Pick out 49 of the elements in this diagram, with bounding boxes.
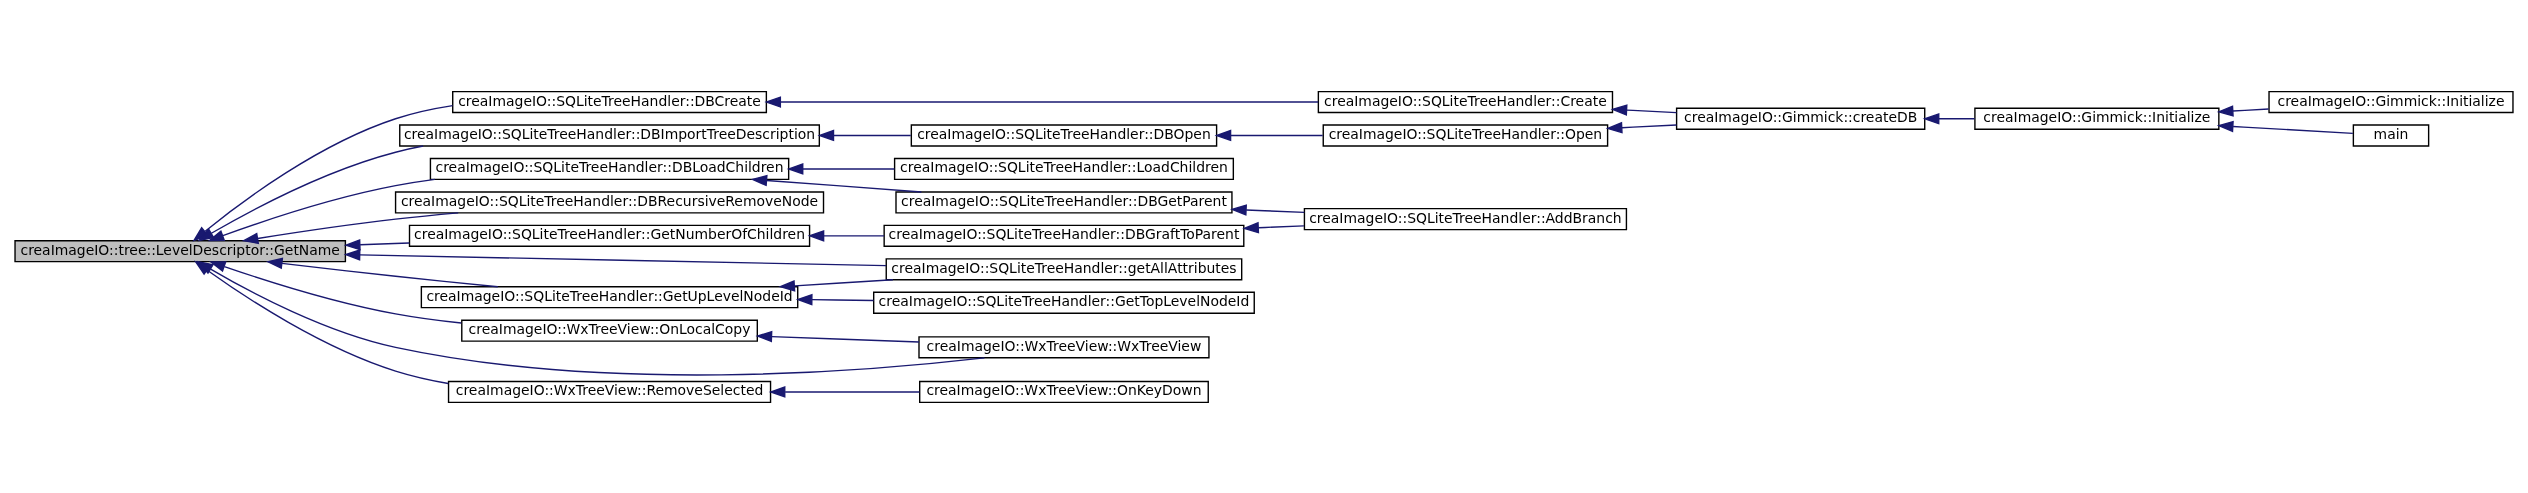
node-box: creaImageIO::SQLiteTreeHandler::DBGetParent [895,190,1233,214]
arrow [241,211,459,244]
node-box: creaImageIO::SQLiteTreeHandler::Create [1317,90,1614,113]
node-box: creaImageIO::SQLiteTreeHandler::DBRecursiveRemoveNode [394,190,825,214]
arrow [2216,104,2270,117]
node-box: creaImageIO::SQLiteTreeHandler::GetUpLevelNodeId [420,285,799,308]
node-box: creaImageIO::SQLiteTreeHandler::DBCreate [452,90,768,113]
node-box: creaImageIO::SQLiteTreeHandler::DBGraftToParent [883,224,1245,247]
arrow [786,162,896,175]
arrow [750,174,923,193]
node-box: creaImageIO::SQLiteTreeHandler::DBLoadChildren [429,157,790,180]
node-box: creaImageIO::SQLiteTreeHandler::LoadChildren [893,157,1235,180]
node-box: main [2352,123,2430,147]
arrow [2216,120,2354,134]
arrow [807,229,885,242]
arrow [795,293,875,306]
node-box: creaImageIO::SQLiteTreeHandler::Open [1322,123,1609,147]
arrow [208,260,462,324]
node-box: creaImageIO::SQLiteTreeHandler::DBImportTreeDescription [399,123,821,147]
arrow [768,385,921,398]
node-box: creaImageIO::SQLiteTreeHandler::getAllAttributes [885,257,1243,280]
node-box: creaImageIO::WxTreeView::RemoveSelected [447,380,772,403]
arrow [764,95,1319,108]
node-box: creaImageIO::SQLiteTreeHandler::AddBranch [1303,207,1628,230]
arrow [343,248,887,266]
arrow [1605,121,1678,133]
arrow [1230,203,1305,216]
node-box: creaImageIO::SQLiteTreeHandler::GetNumberOfChildren [408,224,811,247]
arrow [343,238,411,251]
node-box: creaImageIO::Gimmick::Initialize [2268,90,2514,113]
arrow [755,330,920,343]
node-box: creaImageIO::WxTreeView::OnLocalCopy [461,319,758,342]
arrow [1242,221,1305,234]
node-box: creaImageIO::SQLiteTreeHandler::GetTopLevelNodeId [873,291,1255,314]
node-box: creaImageIO::SQLiteTreeHandler::DBOpen [910,123,1218,147]
arrow [817,129,912,141]
arrow [196,260,986,376]
arrow [207,178,436,241]
arrow [778,278,894,292]
node-box: creaImageIO::Gimmick::createDB [1675,107,1926,130]
node-box: creaImageIO::WxTreeView::WxTreeView [918,335,1210,358]
arrow [1214,129,1324,141]
node-box: creaImageIO::tree::LevelDescriptor::GetName [14,239,347,262]
arrow [1922,112,1976,125]
arrow [265,257,499,287]
arrow [1610,103,1678,116]
node-box: creaImageIO::WxTreeView::OnKeyDown [919,380,1209,403]
arrow [197,144,424,241]
node-box: creaImageIO::Gimmick::Initialize [1974,107,2220,130]
